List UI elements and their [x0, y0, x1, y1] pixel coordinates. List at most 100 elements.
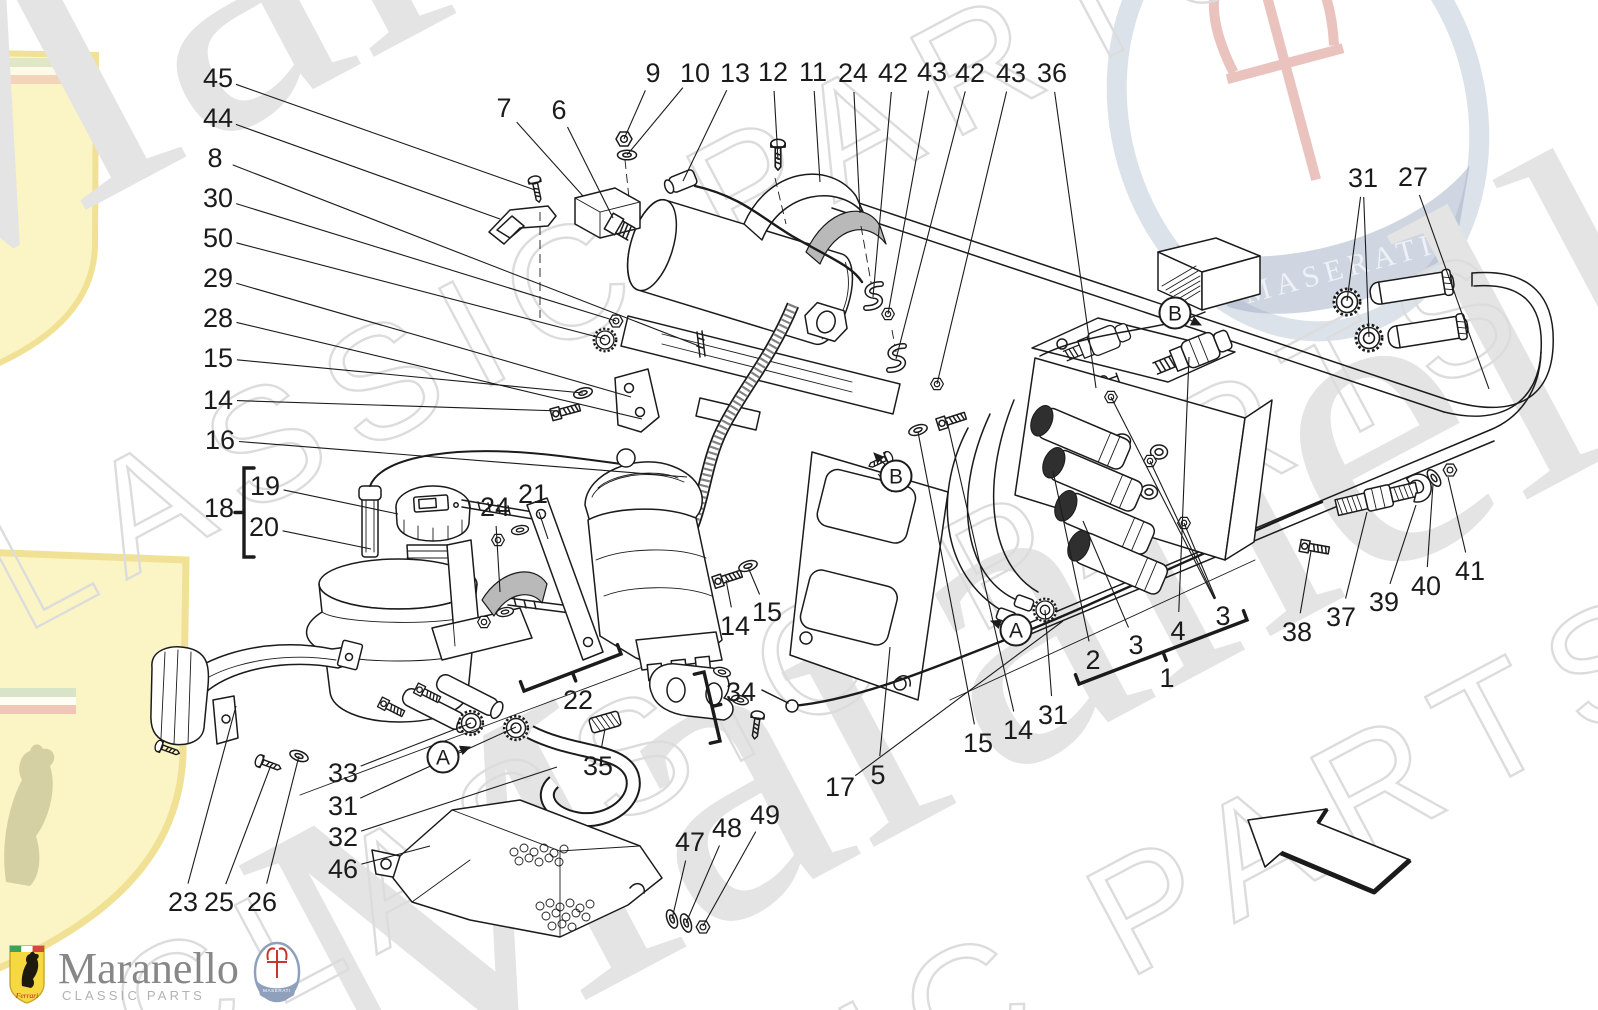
group-bracket-1: [1073, 608, 1250, 687]
bracket-28-29: [614, 368, 660, 433]
leader-line-40: [1426, 483, 1434, 568]
callout-30: 30: [203, 183, 233, 213]
callout-25: 25: [204, 887, 234, 917]
callout-39: 39: [1369, 587, 1399, 617]
strap-24-shaded: [805, 210, 887, 265]
ref-marker-A: A: [426, 740, 472, 774]
callout-8: 8: [207, 143, 222, 173]
ref-marker-A: A: [989, 613, 1033, 647]
callout-31: 31: [1038, 700, 1068, 730]
leader-line-21: [538, 511, 549, 540]
callout-45: 45: [203, 63, 233, 93]
leader-line-3: [1149, 460, 1216, 600]
leader-line-16: [238, 440, 688, 478]
leader-line-7: [516, 121, 584, 197]
callout-15: 15: [963, 728, 993, 758]
leader-line-13: [682, 89, 728, 182]
leader-line-49: [702, 831, 757, 927]
leader-line-19: [283, 489, 399, 515]
leader-line-44: [235, 123, 501, 220]
callout-2: 2: [1085, 645, 1100, 675]
svg-text:B: B: [1168, 303, 1182, 326]
rubber-pad: [150, 646, 210, 746]
callout-14: 14: [1003, 715, 1033, 745]
leader-line-33: [360, 722, 472, 767]
pressure-sensor-B: [1152, 329, 1233, 375]
leader-line-24: [853, 91, 861, 214]
leader-line-8: [232, 164, 700, 347]
leader-line-6: [567, 126, 614, 219]
leader-line-10: [626, 87, 684, 156]
leader-line-15: [236, 359, 584, 394]
leader-line-43: [887, 90, 930, 315]
leader-line-3: [1110, 396, 1215, 600]
callout-3: 3: [1215, 601, 1230, 631]
svg-text:B: B: [889, 466, 903, 489]
bracket-22-pieces: [431, 539, 533, 661]
footer-logo: Ferrari Maranello CLASSIC PARTS MASERATI: [9, 941, 301, 1004]
leader-line-14: [725, 579, 732, 608]
bracket-21: [526, 497, 604, 661]
leader-line-29: [236, 282, 632, 398]
callout-6: 6: [551, 95, 566, 125]
callout-23: 23: [168, 887, 198, 917]
callout-46: 46: [328, 854, 358, 884]
callout-4: 4: [1170, 616, 1185, 646]
callout-40: 40: [1411, 571, 1441, 601]
callout-33: 33: [328, 758, 358, 788]
leader-line-2: [1052, 470, 1090, 642]
leader-line-15: [917, 431, 975, 725]
spacer-24-shaded: [481, 571, 548, 617]
leader-line-39: [1389, 504, 1417, 585]
group-bracket-22: [518, 642, 624, 694]
leader-line-17: [854, 620, 1064, 777]
callout-43: 43: [996, 58, 1026, 88]
callout-34: 34: [726, 677, 756, 707]
solenoid-valves: [1030, 390, 1192, 595]
leader-line-35: [600, 728, 606, 748]
leader-line-27: [1418, 194, 1490, 390]
heat-shield-46: [371, 799, 711, 938]
group-bracket-34: [692, 669, 723, 745]
callout-12: 12: [758, 57, 788, 87]
reservoir-cap-20: [395, 485, 471, 542]
leader-line-45: [235, 83, 536, 191]
bracket-44: [488, 205, 557, 245]
perforations: [509, 843, 595, 932]
callout-19: 19: [250, 471, 280, 501]
callout-14: 14: [203, 385, 233, 415]
callout-50: 50: [203, 223, 233, 253]
leader-line-15: [747, 566, 761, 595]
callout-10: 10: [680, 58, 710, 88]
leader-line-25: [225, 764, 272, 885]
hose-32: [526, 725, 641, 828]
callout-32: 32: [328, 822, 358, 852]
sensor-13-cable: [693, 184, 864, 284]
callout-38: 38: [1282, 617, 1312, 647]
callout-36: 36: [1037, 58, 1067, 88]
diagram-layer: [150, 131, 1554, 938]
leader-line-14: [946, 420, 1015, 712]
maserati-logo-badge: MASERATI: [253, 941, 301, 1003]
leader-line-14: [236, 400, 562, 412]
callout-16: 16: [205, 425, 235, 455]
leader-line-47: [671, 860, 687, 920]
callout-31: 31: [1348, 163, 1378, 193]
leader-line-41: [1447, 476, 1467, 553]
callout-26: 26: [247, 887, 277, 917]
leader-line-5: [879, 646, 891, 757]
leader-line-26: [266, 755, 300, 884]
leader-line-48: [685, 845, 720, 924]
leader-line-31: [1044, 609, 1053, 697]
leader-line-50: [236, 242, 606, 340]
callout-35: 35: [583, 751, 613, 781]
band-clamp-23: [150, 639, 364, 776]
grommet-50: [592, 327, 618, 353]
callout-20: 20: [249, 512, 279, 542]
pump-assembly: [431, 448, 766, 741]
ferrari-logo-badge: Ferrari: [9, 945, 45, 1004]
callout-11: 11: [799, 57, 827, 87]
